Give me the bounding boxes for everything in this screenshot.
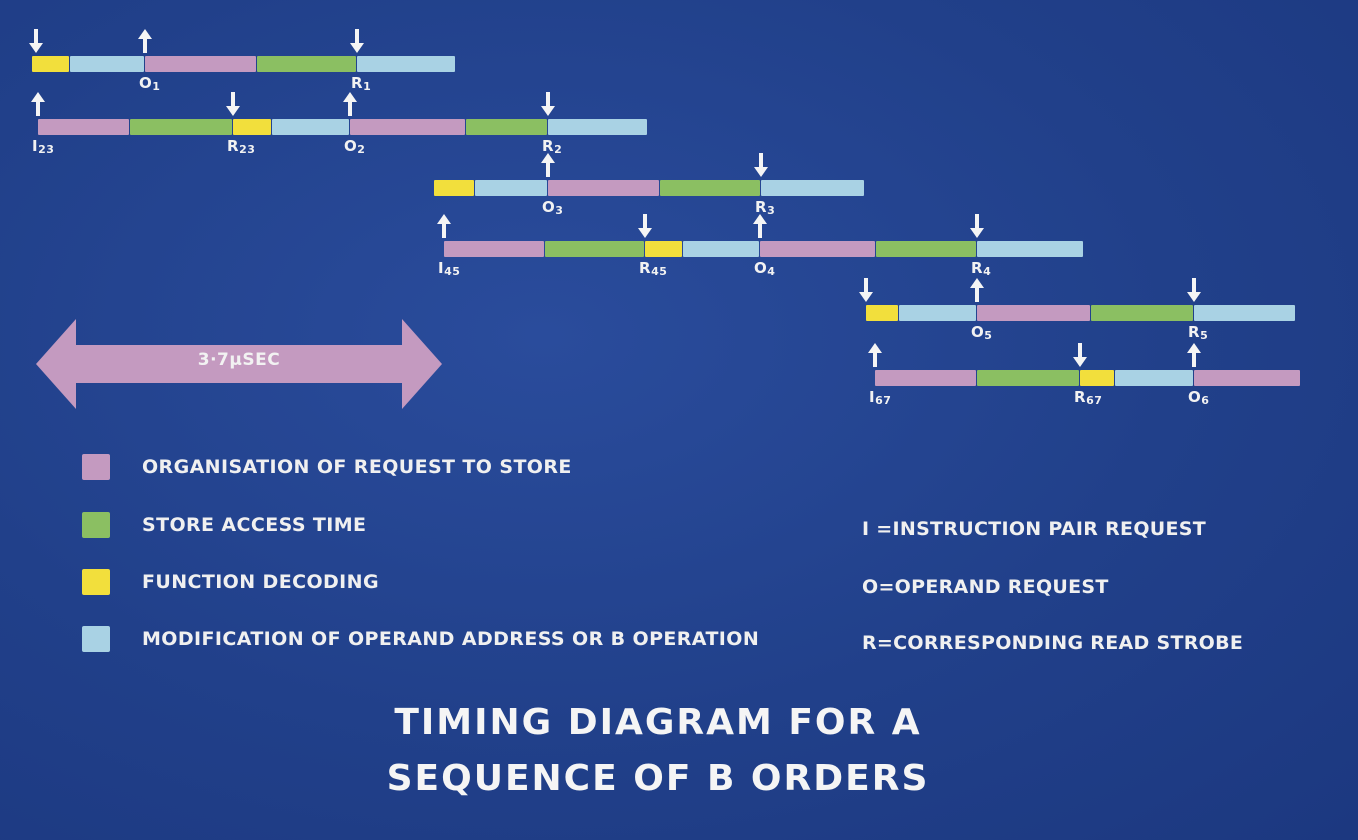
duration-double-arrow-icon [36, 319, 442, 409]
up-arrow-icon [343, 92, 357, 116]
marker-label: R1 [351, 74, 372, 93]
marker-label: R2 [542, 137, 563, 156]
diagram-title-line-1: TIMING DIAGRAM FOR A [394, 702, 922, 743]
legend-swatch-organisation [82, 454, 110, 480]
segment-organisation [444, 241, 544, 257]
segment-function-decoding [233, 119, 271, 135]
up-arrow-icon [31, 92, 45, 116]
legend-swatch-modification [82, 626, 110, 652]
legend-swatch-store-access [82, 512, 110, 538]
segment-organisation [38, 119, 129, 135]
segment-modification [899, 305, 976, 321]
marker-label: I45 [438, 259, 461, 278]
down-arrow-icon [226, 92, 240, 116]
segment-modification [475, 180, 547, 196]
segment-modification [761, 180, 864, 196]
up-arrow-icon [437, 214, 451, 238]
marker-label: R45 [639, 259, 668, 278]
marker-label: R23 [227, 137, 256, 156]
segment-modification [70, 56, 144, 72]
segment-store-access [660, 180, 760, 196]
down-arrow-icon [859, 278, 873, 302]
marker-label: O6 [1188, 388, 1210, 407]
key-instruction-pair: I =INSTRUCTION PAIR REQUEST [862, 518, 1207, 540]
segment-function-decoding [32, 56, 69, 72]
legend-label-store-access: STORE ACCESS TIME [142, 514, 367, 536]
segment-modification [683, 241, 759, 257]
segment-organisation [875, 370, 976, 386]
segment-function-decoding [1080, 370, 1114, 386]
up-arrow-icon [970, 278, 984, 302]
marker-label: R67 [1074, 388, 1103, 407]
marker-label: O5 [971, 323, 993, 342]
segment-organisation [1194, 370, 1300, 386]
down-arrow-icon [541, 92, 555, 116]
marker-label: R4 [971, 259, 992, 278]
segment-organisation [350, 119, 465, 135]
up-arrow-icon [138, 29, 152, 53]
segment-store-access [876, 241, 976, 257]
down-arrow-icon [638, 214, 652, 238]
marker-label: R3 [755, 198, 776, 217]
diagram-title-line-2: SEQUENCE OF B ORDERS [386, 758, 930, 799]
up-arrow-icon [753, 214, 767, 238]
segment-modification [1194, 305, 1295, 321]
segment-function-decoding [866, 305, 898, 321]
segment-store-access [130, 119, 232, 135]
segment-modification [272, 119, 349, 135]
segment-modification [1115, 370, 1193, 386]
segment-organisation [760, 241, 875, 257]
duration-label: 3·7μSEC [197, 350, 281, 370]
segment-modification [548, 119, 647, 135]
marker-label: O1 [139, 74, 161, 93]
down-arrow-icon [350, 29, 364, 53]
up-arrow-icon [868, 343, 882, 367]
marker-label: O2 [344, 137, 366, 156]
segment-store-access [466, 119, 547, 135]
segment-store-access [257, 56, 356, 72]
down-arrow-icon [29, 29, 43, 53]
marker-label: O4 [754, 259, 776, 278]
segment-function-decoding [645, 241, 682, 257]
legend-label-modification: MODIFICATION OF OPERAND ADDRESS OR B OPE… [142, 628, 760, 650]
legend-label-function-decoding: FUNCTION DECODING [142, 571, 379, 593]
segment-store-access [1091, 305, 1193, 321]
legend-swatch-function-decoding [82, 569, 110, 595]
down-arrow-icon [1073, 343, 1087, 367]
marker-label: O3 [542, 198, 564, 217]
marker-label: I67 [869, 388, 892, 407]
segment-store-access [977, 370, 1079, 386]
segment-modification [357, 56, 455, 72]
legend-label-organisation: ORGANISATION OF REQUEST TO STORE [142, 456, 572, 478]
down-arrow-icon [754, 153, 768, 177]
segment-organisation [548, 180, 659, 196]
segment-organisation [977, 305, 1090, 321]
segment-function-decoding [434, 180, 474, 196]
segment-organisation [145, 56, 256, 72]
segment-store-access [545, 241, 644, 257]
down-arrow-icon [970, 214, 984, 238]
marker-label: R5 [1188, 323, 1209, 342]
down-arrow-icon [1187, 278, 1201, 302]
up-arrow-icon [1187, 343, 1201, 367]
marker-label: I23 [32, 137, 55, 156]
up-arrow-icon [541, 153, 555, 177]
segment-modification [977, 241, 1083, 257]
key-read-strobe: R=CORRESPONDING READ STROBE [862, 632, 1244, 654]
key-operand-request: O=OPERAND REQUEST [862, 576, 1109, 598]
